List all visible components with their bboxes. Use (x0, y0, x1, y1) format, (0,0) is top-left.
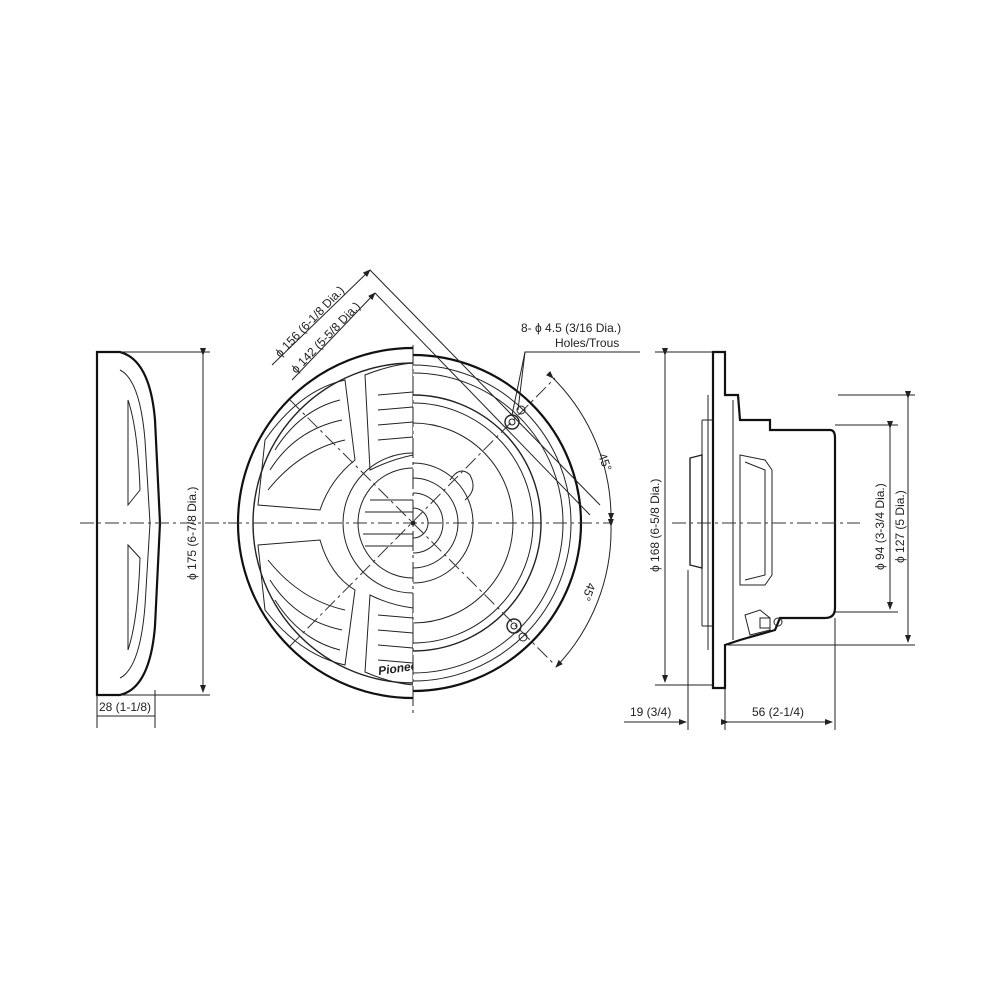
front-depth-dimension: 19 (3/4) (630, 705, 671, 719)
left-height-dimension: ϕ 175 (6-7/8 Dia.) (185, 487, 199, 580)
speaker-side-view: ϕ 168 (6-5/8 Dia.) ϕ 94 (3-3/4 Dia.) ϕ 1… (624, 348, 915, 730)
speaker-front-view: Pioneer (228, 269, 640, 715)
holes-callout-line2: Holes/Trous (555, 336, 619, 350)
pioneer-logo: Pioneer (377, 658, 424, 678)
angle-top-label: 45° (595, 451, 614, 473)
magnet-diameter-dimension: ϕ 94 (3-3/4 Dia.) (873, 483, 887, 570)
mount-depth-dimension: 56 (2-1/4) (752, 705, 804, 719)
angle-bottom-label: 45° (579, 581, 598, 603)
flange-diameter-dimension: ϕ 168 (6-5/8 Dia.) (648, 479, 662, 572)
left-depth-dimension: 28 (1-1/8) (99, 700, 151, 714)
mounting-hole-bottom (506, 618, 528, 642)
holes-callout-line1: 8- ϕ 4.5 (3/16 Dia.) (521, 321, 621, 335)
basket-diameter-dimension: ϕ 127 (5 Dia.) (893, 490, 907, 563)
grille-side-view: ϕ 175 (6-7/8 Dia.) 28 (1-1/8) (80, 348, 240, 728)
